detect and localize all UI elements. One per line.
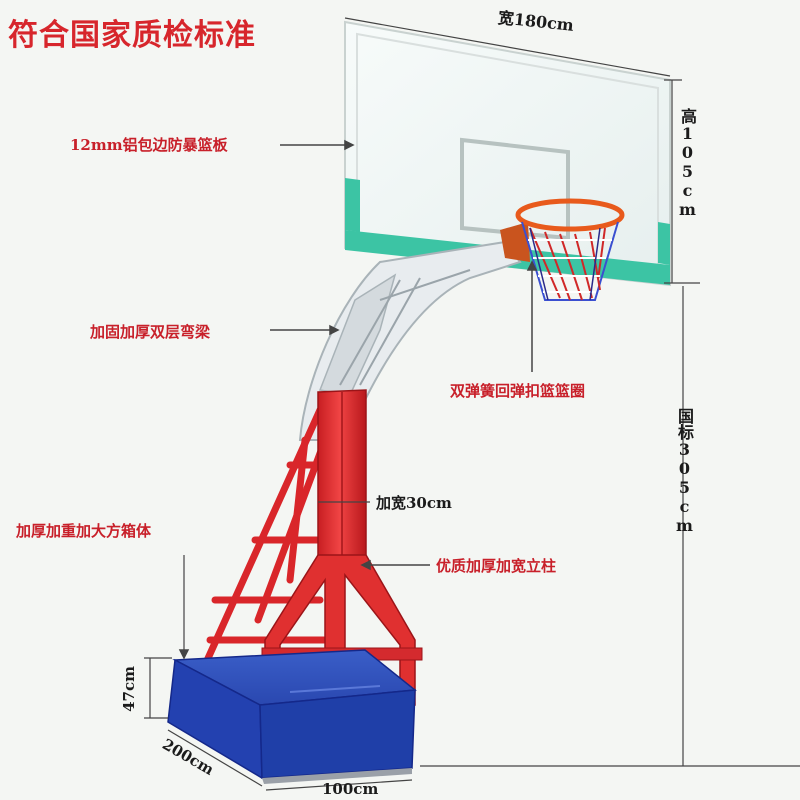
page-title: 符合国家质检标准 [8, 18, 256, 53]
rim-label: 双弹簧回弹扣篮篮圈 [450, 382, 586, 400]
main-pole [261, 389, 423, 706]
callout-arrows [178, 139, 538, 660]
widened-label: 加宽30cm [376, 494, 452, 512]
rear-frame [201, 406, 334, 669]
base-box [167, 649, 417, 784]
base-height-label: 47cm [120, 666, 138, 712]
national-height-label: 国标305cm [675, 408, 694, 535]
board-height-label: 高105cm [678, 108, 697, 219]
base-width-label: 100cm [322, 780, 379, 798]
dimension-lines [144, 17, 800, 791]
boom-label: 加固加厚双层弯梁 [90, 323, 211, 341]
pole-label: 优质加厚加宽立柱 [436, 557, 557, 575]
backboard-label: 12mm铝包边防暴篮板 [70, 136, 228, 154]
base-box-label: 加厚加重加大方箱体 [16, 522, 152, 540]
rim-and-net [500, 198, 625, 301]
